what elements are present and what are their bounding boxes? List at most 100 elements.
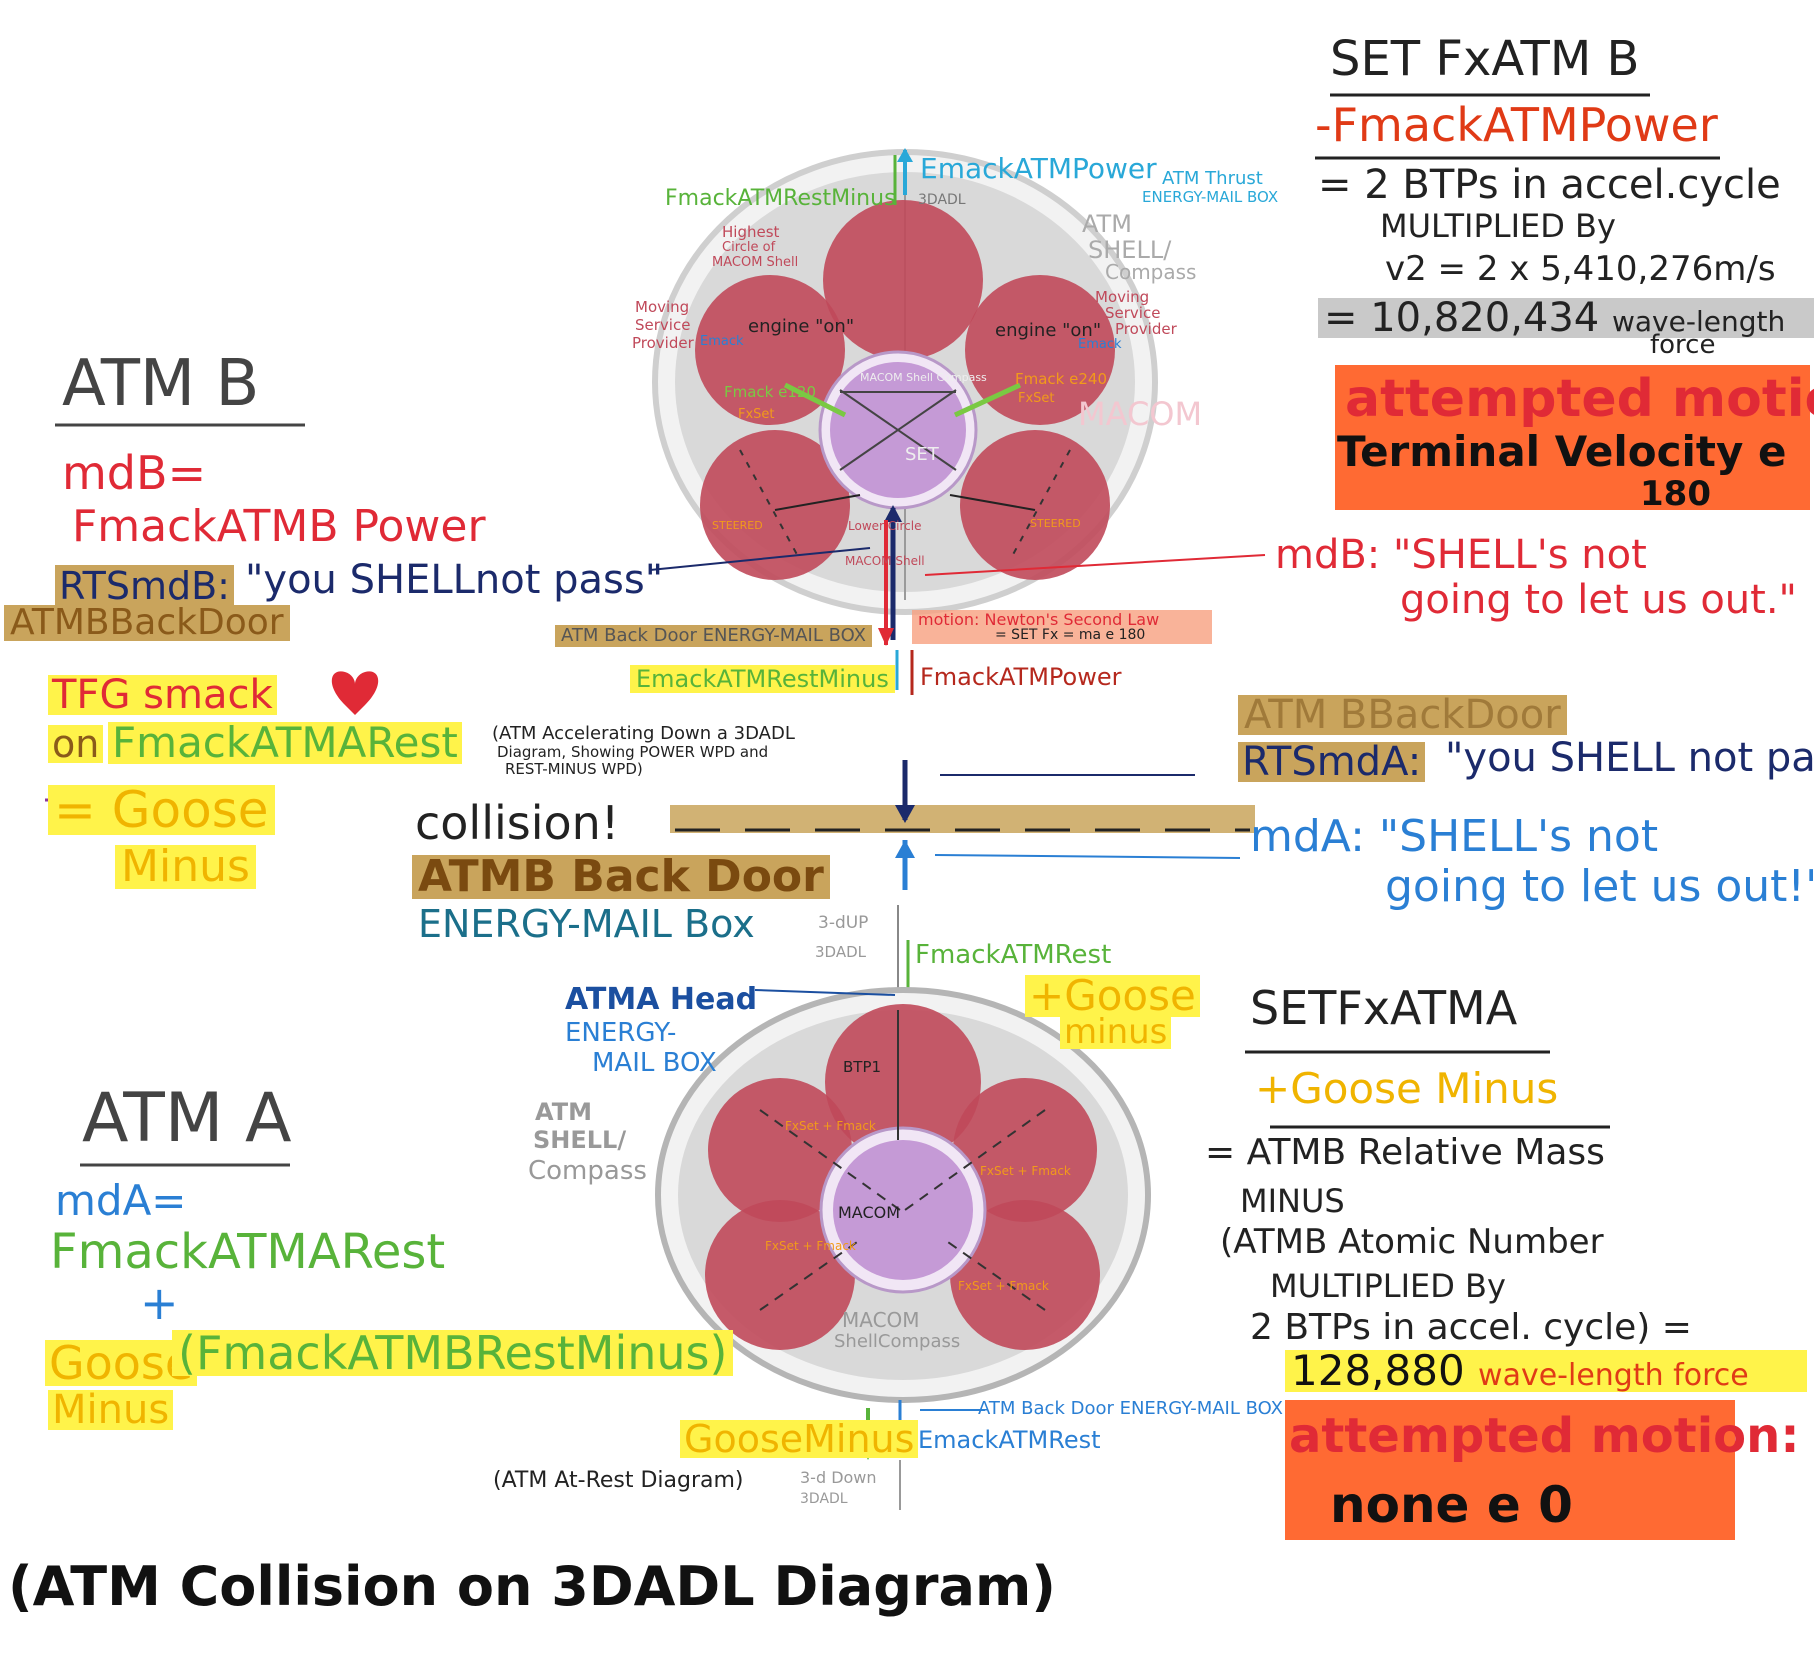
highest-line-2: Circle of [722, 240, 776, 255]
atm-thrust-line-2: ENERGY-MAIL BOX [1142, 188, 1279, 206]
atm-a-diag-3 [759, 1239, 861, 1311]
macom-shell-line-1: MACOM [842, 1308, 920, 1332]
mdb-label: mdB= [62, 446, 207, 500]
moving-left-line-3: Provider [632, 334, 694, 352]
set-fx-atmb-heading: SET FxATM B [1330, 31, 1640, 87]
atm-a-cell-lower-right [950, 1200, 1100, 1350]
atm-b-cell-lower-left [700, 430, 850, 580]
bottom-shell-line-1: ATM [535, 1098, 592, 1126]
attempted-motion-top: attempted motion: [1345, 369, 1814, 429]
accel-cycle-line: 2 BTPs in accel. cycle) = [1250, 1307, 1692, 1348]
macom-shell-compass-label: MACOM Shell Compass [860, 371, 987, 384]
at-rest-caption: (ATM At-Rest Diagram) [493, 1468, 744, 1493]
moving-left-line-1: Moving [635, 298, 690, 316]
mdb-quote-line-1: mdB: "SHELL's not [1275, 532, 1647, 578]
mda-value: FmackATMARest [50, 1224, 446, 1280]
result-number: = 10,820,434 wave-length [1318, 298, 1814, 338]
formula-label: = SET Fx = ma e 180 [995, 627, 1146, 643]
emack-atm-power-label: EmackATMPower [920, 152, 1157, 185]
terminal-velocity: Terminal Velocity e [1337, 427, 1787, 476]
atm-a-diagram [655, 905, 1151, 1510]
none-at-zero: none e 0 [1330, 1476, 1573, 1534]
moving-right-line-3: Provider [1115, 320, 1177, 338]
fmack-120-label: Fmack e120 [724, 383, 816, 401]
motion-label: motion: Newton's Second Law [918, 610, 1160, 629]
atm-b-macom-cross-2 [839, 389, 957, 471]
engine-right-label: engine "on" [995, 320, 1102, 341]
shell-line-3: Compass [1105, 260, 1197, 284]
goose-minus-right: +Goose Minus [1255, 1064, 1559, 1113]
on-value: FmackATMARest [108, 722, 462, 764]
atm-b-heading: ATM B [62, 347, 260, 421]
atm-b-cell-top [823, 200, 983, 360]
mda-quote-line-1: mdA: "SHELL's not [1250, 811, 1659, 862]
atm-b-steer-right [949, 494, 1036, 511]
tfg-smack-label: TFG smack [48, 675, 277, 715]
mdb-quote-line-2: going to let us out." [1400, 577, 1797, 623]
atm-b-green-arrow-right [953, 382, 1022, 418]
rts-mdb-quote: "you SHELLnot pass" [245, 557, 664, 603]
down-line-1: 3-d Down [800, 1468, 877, 1487]
atm-b-motion-highlight [912, 610, 1212, 644]
moving-left-line-2: Service [635, 316, 691, 334]
macom-shell-small-label: MACOM Shell [845, 554, 925, 568]
atma-head-line-3: MAIL BOX [592, 1048, 717, 1078]
highest-line-1: Highest [722, 223, 780, 241]
rts-mdb-text: RTSmdB: [59, 564, 230, 608]
shell-line-2: SHELL/ [1088, 236, 1172, 264]
goose-minus-bottom: GooseMinus [680, 1420, 919, 1458]
atm-a-cell-upper-left [708, 1078, 852, 1222]
atm-a-heading: ATM A [82, 1079, 292, 1158]
result-128880-unit: wave-length force [1478, 1358, 1749, 1393]
on-label: on [48, 725, 104, 763]
multiplied-label: MULTIPLIED By [1380, 207, 1616, 245]
goose-minus-small: minus [1060, 1015, 1172, 1049]
atomic-number-line: (ATMB Atomic Number [1220, 1222, 1604, 1262]
fmack-rest-minus-paren: (FmackATMBRestMinus) [172, 1330, 734, 1376]
lower-circle-label: Lower Circle [848, 519, 922, 533]
fmack-atm-power-label: FmackATMPower [920, 663, 1122, 691]
heart-icon [331, 671, 379, 715]
mda-plus: + [140, 1276, 179, 1330]
emack-rest-minus-bottom: EmackATMRestMinus [630, 665, 895, 693]
emack-right-label: Emack [1078, 337, 1122, 352]
moving-right-line-2: Service [1105, 304, 1161, 322]
atmb-relative-mass: = ATMB Relative Mass [1205, 1132, 1605, 1173]
dup-label: 3-dUP [818, 913, 869, 933]
mdb-value: FmackATMB Power [72, 501, 486, 552]
fmack-240-label: Fmack e240 [1015, 370, 1107, 388]
atmb-back-door-label: ATMBBackDoor [4, 605, 290, 641]
collision-band [670, 760, 1255, 890]
bottom-back-door-box: ATM Back Door ENERGY-MAIL BOX [978, 1398, 1283, 1419]
result-128880-num: 128,880 [1291, 1346, 1465, 1395]
v2-equation: v2 = 2 x 5,410,276m/s [1385, 249, 1776, 289]
steered-left-label: STEERED [712, 519, 763, 532]
goose-label: = Goose [48, 785, 275, 835]
btp1-label: BTP1 [843, 1058, 882, 1076]
emack-atm-rest-label: EmackATMRest [918, 1426, 1101, 1454]
rts-mda-quote: "you SHELL not pass" [1445, 735, 1814, 781]
bottom-3dadl-label: 3DADL [815, 943, 866, 961]
attempted-motion-box-top: attempted motion: Terminal Velocity e 18… [1335, 365, 1814, 514]
terminal-velocity-deg: 180 [1640, 474, 1711, 514]
bottom-shell-line-3: Compass [528, 1156, 647, 1186]
atm-a-cell-lower-left [705, 1200, 855, 1350]
moving-right-line-1: Moving [1095, 288, 1150, 306]
note-line-1: (ATM Accelerating Down a 3DADL [492, 723, 795, 744]
atm-b-green-arrow-left [783, 382, 847, 418]
collision-band-bar [670, 805, 1255, 833]
top-3dadl-label: 3DADL [918, 192, 966, 208]
attempted-motion-bottom: attempted motion: [1289, 1408, 1800, 1464]
fxset-fmack-label-1: FxSet + Fmack [785, 1119, 876, 1133]
macom-big-label: MACOM [1078, 395, 1203, 433]
atm-a-cell-upper-right [953, 1078, 1097, 1222]
atm-thrust-line-1: ATM Thrust [1162, 168, 1263, 189]
result-128880: 128,880 wave-length force [1285, 1350, 1807, 1392]
down-line-2: 3DADL [800, 1491, 848, 1507]
atm-a-macom-core [833, 1140, 973, 1280]
rts-mda-label: RTSmdA: [1238, 742, 1426, 782]
rts-mdb-label: RTSmdB: [55, 565, 234, 607]
collision-top-arrowhead [895, 805, 915, 823]
minus-line: MINUS [1240, 1182, 1345, 1220]
